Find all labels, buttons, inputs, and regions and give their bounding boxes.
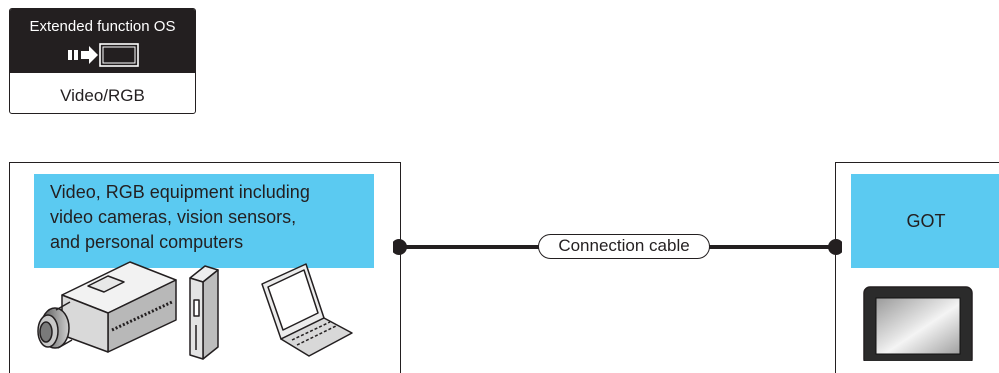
- got-label: GOT: [851, 174, 999, 268]
- equipment-label-line-2: video cameras, vision sensors,: [50, 207, 297, 227]
- badge-title: Extended function OS: [29, 18, 176, 35]
- badge-label: Video/RGB: [60, 86, 145, 105]
- equipment-label-line-3: and personal computers: [50, 232, 244, 252]
- cable-end-left: [393, 239, 407, 255]
- extended-function-os-icon: [68, 43, 139, 67]
- equipment-box: Video, RGB equipment including video cam…: [9, 162, 401, 373]
- cable-end-right: [828, 239, 842, 255]
- equipment-label-line-1: Video, RGB equipment including: [50, 182, 310, 202]
- got-box: GOT: [835, 162, 999, 373]
- equipment-label: Video, RGB equipment including video cam…: [34, 174, 374, 268]
- extended-function-badge: Extended function OS Video/RGB: [9, 8, 196, 114]
- connection-cable-label: Connection cable: [538, 234, 710, 259]
